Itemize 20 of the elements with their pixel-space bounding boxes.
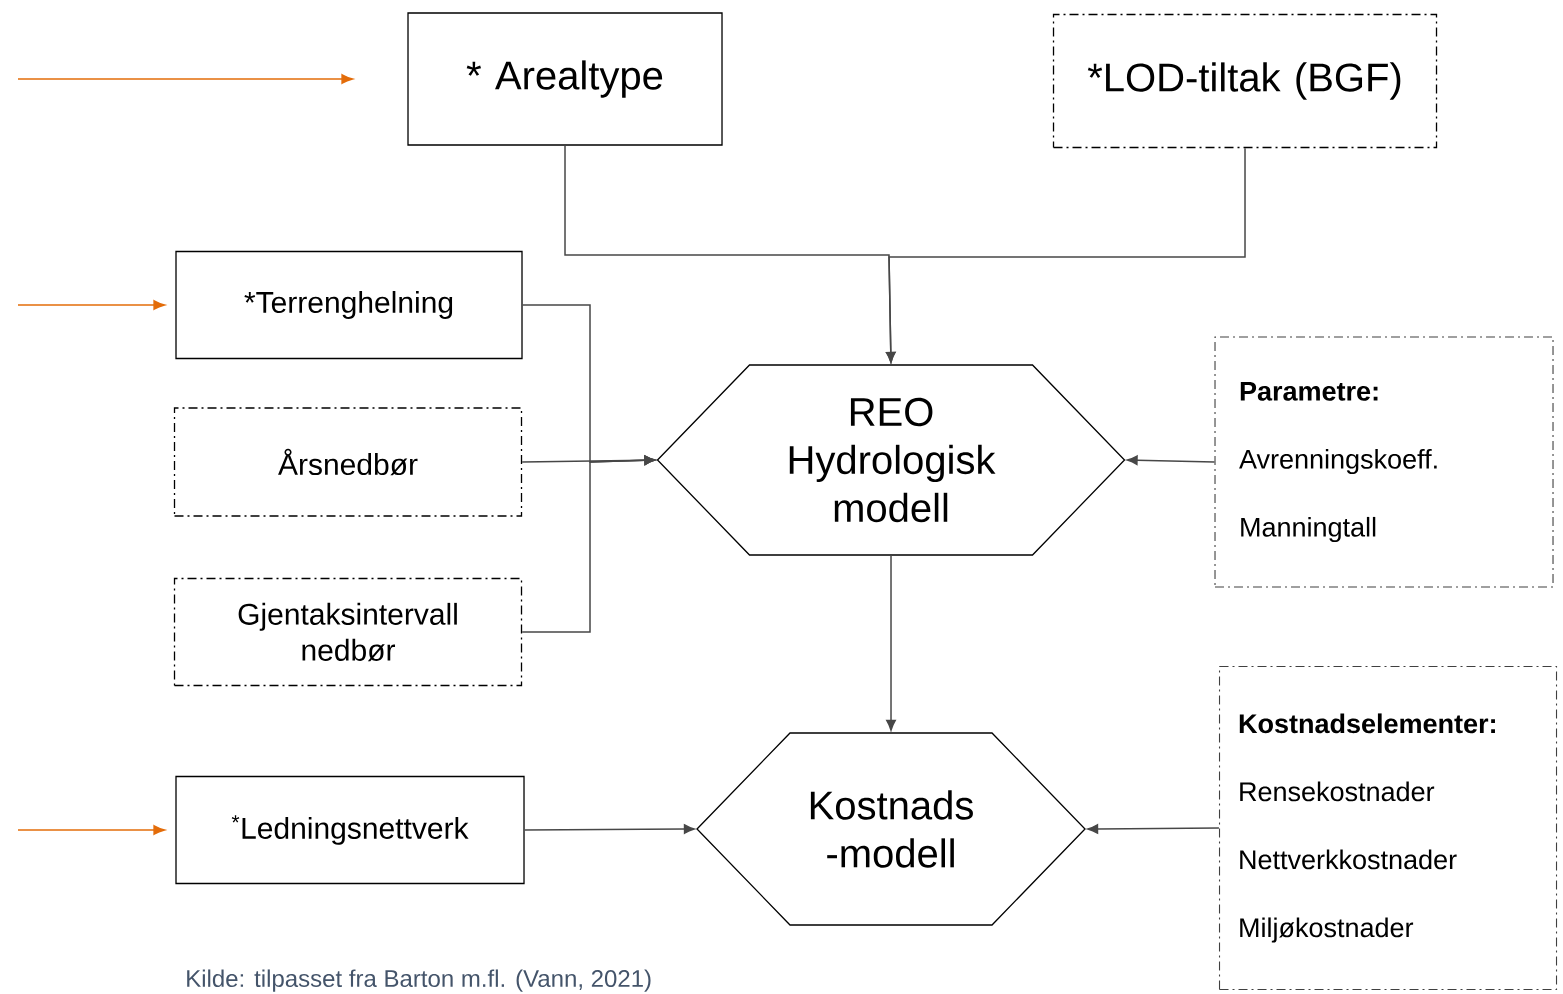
arrow	[523, 824, 695, 834]
arrow	[1087, 824, 1220, 834]
list-box: Kostnadselementer: Rensekostnader Nettverkkostnader Miljøkostnader	[1218, 665, 1558, 991]
input-box: $^{*}$Ledningsnettverk	[175, 775, 525, 885]
input-box: * Arealtype	[407, 12, 723, 146]
source-caption: Kilde: tilpasset fra Barton m.fl. (Vann, 2021)	[187, 969, 651, 992]
list-box: Parametre: Avrenningskoeff. Manningtall	[1214, 336, 1554, 588]
arrow	[521, 455, 656, 633]
input-box: Gjentaksintervall nedbør	[173, 577, 523, 687]
arrow	[17, 300, 166, 310]
arrow	[1126, 455, 1216, 466]
input-box: *Terrenghelning	[175, 250, 523, 360]
input-box: Årsnedbør	[173, 407, 523, 517]
arrow	[17, 74, 354, 84]
arrow	[885, 147, 1246, 363]
arrow	[886, 554, 896, 731]
input-box: *LOD-tiltak (BGF)	[1052, 13, 1438, 149]
arrow	[17, 825, 166, 835]
process-hexagon: Kostnads -modell	[696, 732, 1086, 926]
process-hexagon: REO Hydrologisk modell	[656, 364, 1126, 556]
